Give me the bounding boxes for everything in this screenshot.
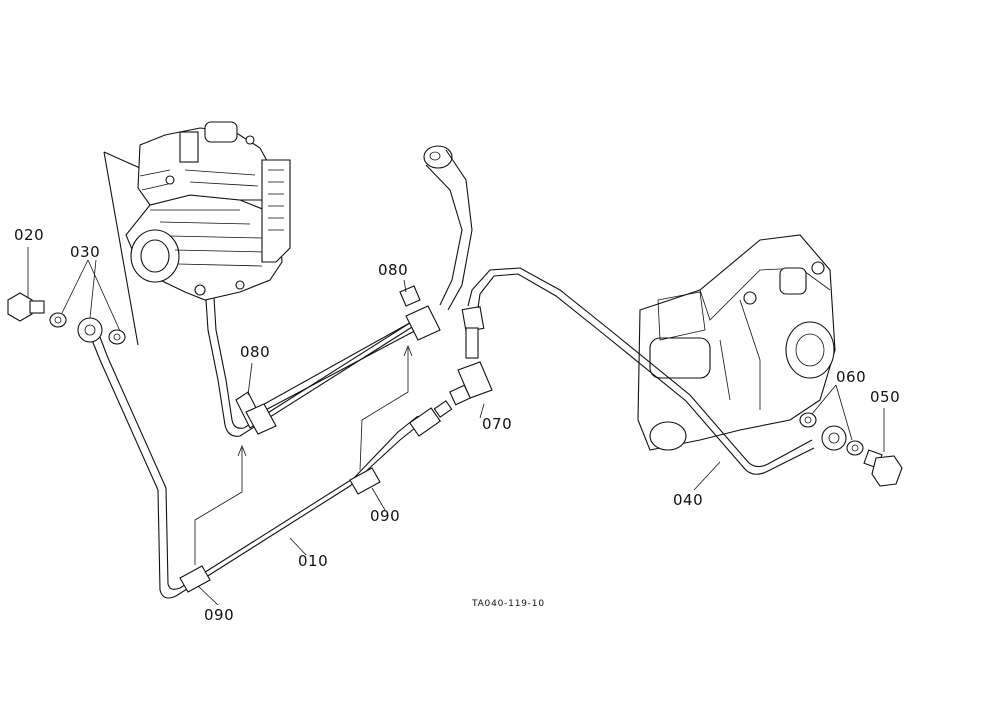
banjo-fitting-left [7, 292, 126, 345]
injection-pump-drawing [103, 121, 291, 381]
injector-return-pipe [423, 145, 473, 311]
gear-case-drawing [605, 234, 836, 475]
upper-return-pipe [217, 285, 441, 437]
label-040: 040 [673, 491, 703, 509]
label-050: 050 [870, 388, 900, 406]
label-leaders [27, 247, 885, 606]
tee-fitting-070 [449, 267, 611, 406]
label-030: 030 [70, 243, 100, 261]
banjo-fitting-right [799, 412, 903, 487]
label-080-lower: 080 [240, 343, 270, 361]
label-010: 010 [298, 552, 328, 570]
label-080-upper: 080 [378, 261, 408, 279]
label-060: 060 [836, 368, 866, 386]
clamp-leader-lines [194, 344, 413, 565]
pipe-010 [89, 331, 453, 599]
label-070: 070 [482, 415, 512, 433]
drawing-code: TA040-119-10 [471, 599, 545, 609]
label-090-mid: 090 [370, 507, 400, 525]
label-020: 020 [14, 226, 44, 244]
label-090-left: 090 [204, 606, 234, 624]
